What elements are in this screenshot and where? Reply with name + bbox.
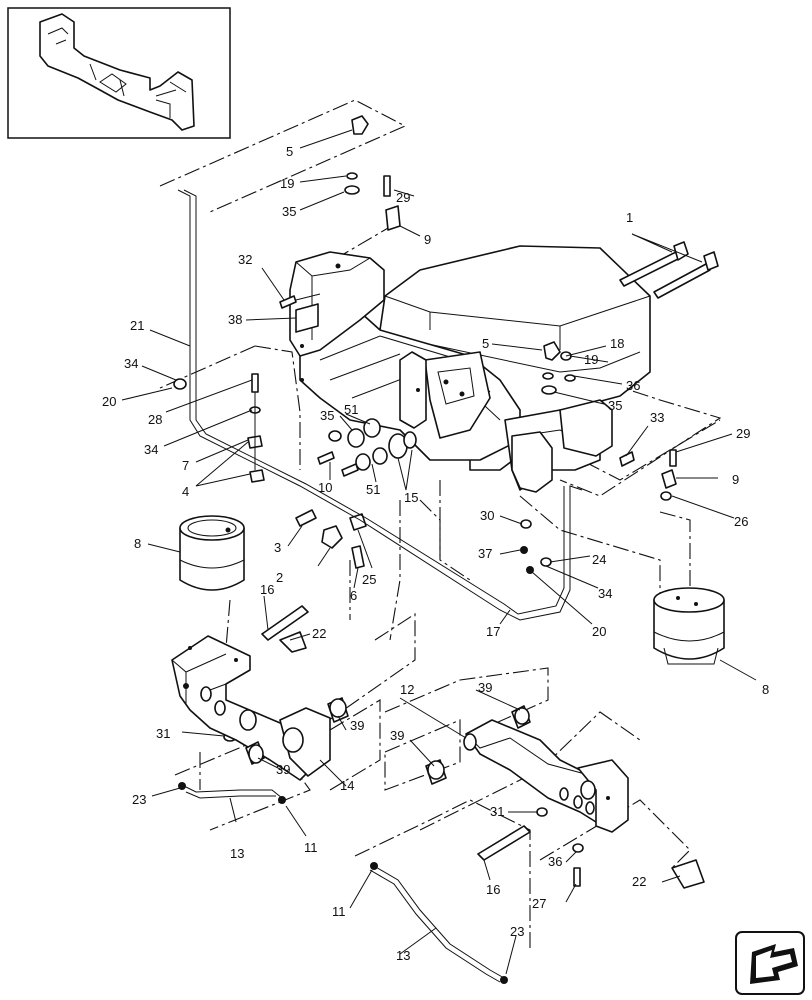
callout-27: 27 [532, 896, 546, 911]
callout-5-top: 5 [286, 144, 293, 159]
callout-19-right: 19 [584, 352, 598, 367]
callout-28: 28 [148, 412, 162, 427]
callout-16-right: 16 [486, 882, 500, 897]
callout-39-d: 39 [390, 728, 404, 743]
callout-20-right: 20 [592, 624, 606, 639]
callout-7: 7 [182, 458, 189, 473]
callout-32: 32 [238, 252, 252, 267]
callout-25: 25 [362, 572, 376, 587]
callout-33: 33 [650, 410, 664, 425]
callout-3: 3 [274, 540, 281, 555]
callout-17: 17 [486, 624, 500, 639]
callout-34-right: 34 [598, 586, 612, 601]
callout-34-mid: 34 [144, 442, 158, 457]
callout-13-left: 13 [230, 846, 244, 861]
air-spring-left [179, 515, 245, 591]
callout-9-top: 9 [424, 232, 431, 247]
callout-38: 38 [228, 312, 242, 327]
callout-35-right: 35 [608, 398, 622, 413]
dash-dot-guides [159, 99, 722, 950]
callout-29-right: 29 [736, 426, 750, 441]
callout-21: 21 [130, 318, 144, 333]
callout-26: 26 [734, 514, 748, 529]
callout-9-right: 9 [732, 472, 739, 487]
callout-19-top: 19 [280, 176, 294, 191]
callout-12: 12 [400, 682, 414, 697]
callout-10: 10 [318, 480, 332, 495]
leader-lines [121, 129, 757, 975]
callout-labels: 1 2 3 4 5 5 6 7 8 8 9 9 10 11 11 12 13 1… [102, 144, 769, 963]
callout-23-lower: 23 [510, 924, 524, 939]
callout-11-left: 11 [304, 840, 318, 855]
upper-left-mount-bracket [289, 251, 385, 357]
callout-29-top: 29 [396, 190, 410, 205]
fastener-set [173, 115, 677, 887]
callout-37: 37 [478, 546, 492, 561]
right-axle-beam [425, 705, 705, 889]
callout-39-c: 39 [478, 680, 492, 695]
callout-36-right: 36 [626, 378, 640, 393]
callout-2: 2 [276, 570, 283, 585]
callout-39-a: 39 [350, 718, 364, 733]
arrow-navigation-icon[interactable] [735, 931, 805, 995]
callout-5-right: 5 [482, 336, 489, 351]
callout-22-left: 22 [312, 626, 326, 641]
callout-14: 14 [340, 778, 354, 793]
callout-35-left: 35 [320, 408, 334, 423]
callout-22-right: 22 [632, 874, 646, 889]
air-line-tubes [177, 189, 583, 984]
callout-31-right: 31 [490, 804, 504, 819]
locator-thumbnail [7, 7, 231, 139]
left-axle-beam [171, 605, 349, 781]
callout-16-left: 16 [260, 582, 274, 597]
right-mount-bracket [511, 399, 613, 493]
callout-8-right: 8 [762, 682, 769, 697]
air-spring-right [653, 587, 725, 665]
callout-8-left: 8 [134, 536, 141, 551]
callout-15: 15 [404, 490, 418, 505]
callout-31-left: 31 [156, 726, 170, 741]
callout-39-b: 39 [276, 762, 290, 777]
callout-24: 24 [592, 552, 606, 567]
callout-20-left: 20 [102, 394, 116, 409]
callout-23-left: 23 [132, 792, 146, 807]
callout-34-left: 34 [124, 356, 138, 371]
callout-30: 30 [480, 508, 494, 523]
callout-11-lower: 11 [332, 904, 346, 919]
callout-35-top: 35 [282, 204, 296, 219]
callout-18: 18 [610, 336, 624, 351]
callout-13-lower: 13 [396, 948, 410, 963]
callout-51-upper: 51 [344, 402, 358, 417]
callout-51-lower: 51 [366, 482, 380, 497]
callout-4: 4 [182, 484, 189, 499]
callout-36-lower: 36 [548, 854, 562, 869]
callout-6: 6 [350, 588, 357, 603]
callout-1: 1 [626, 210, 633, 225]
